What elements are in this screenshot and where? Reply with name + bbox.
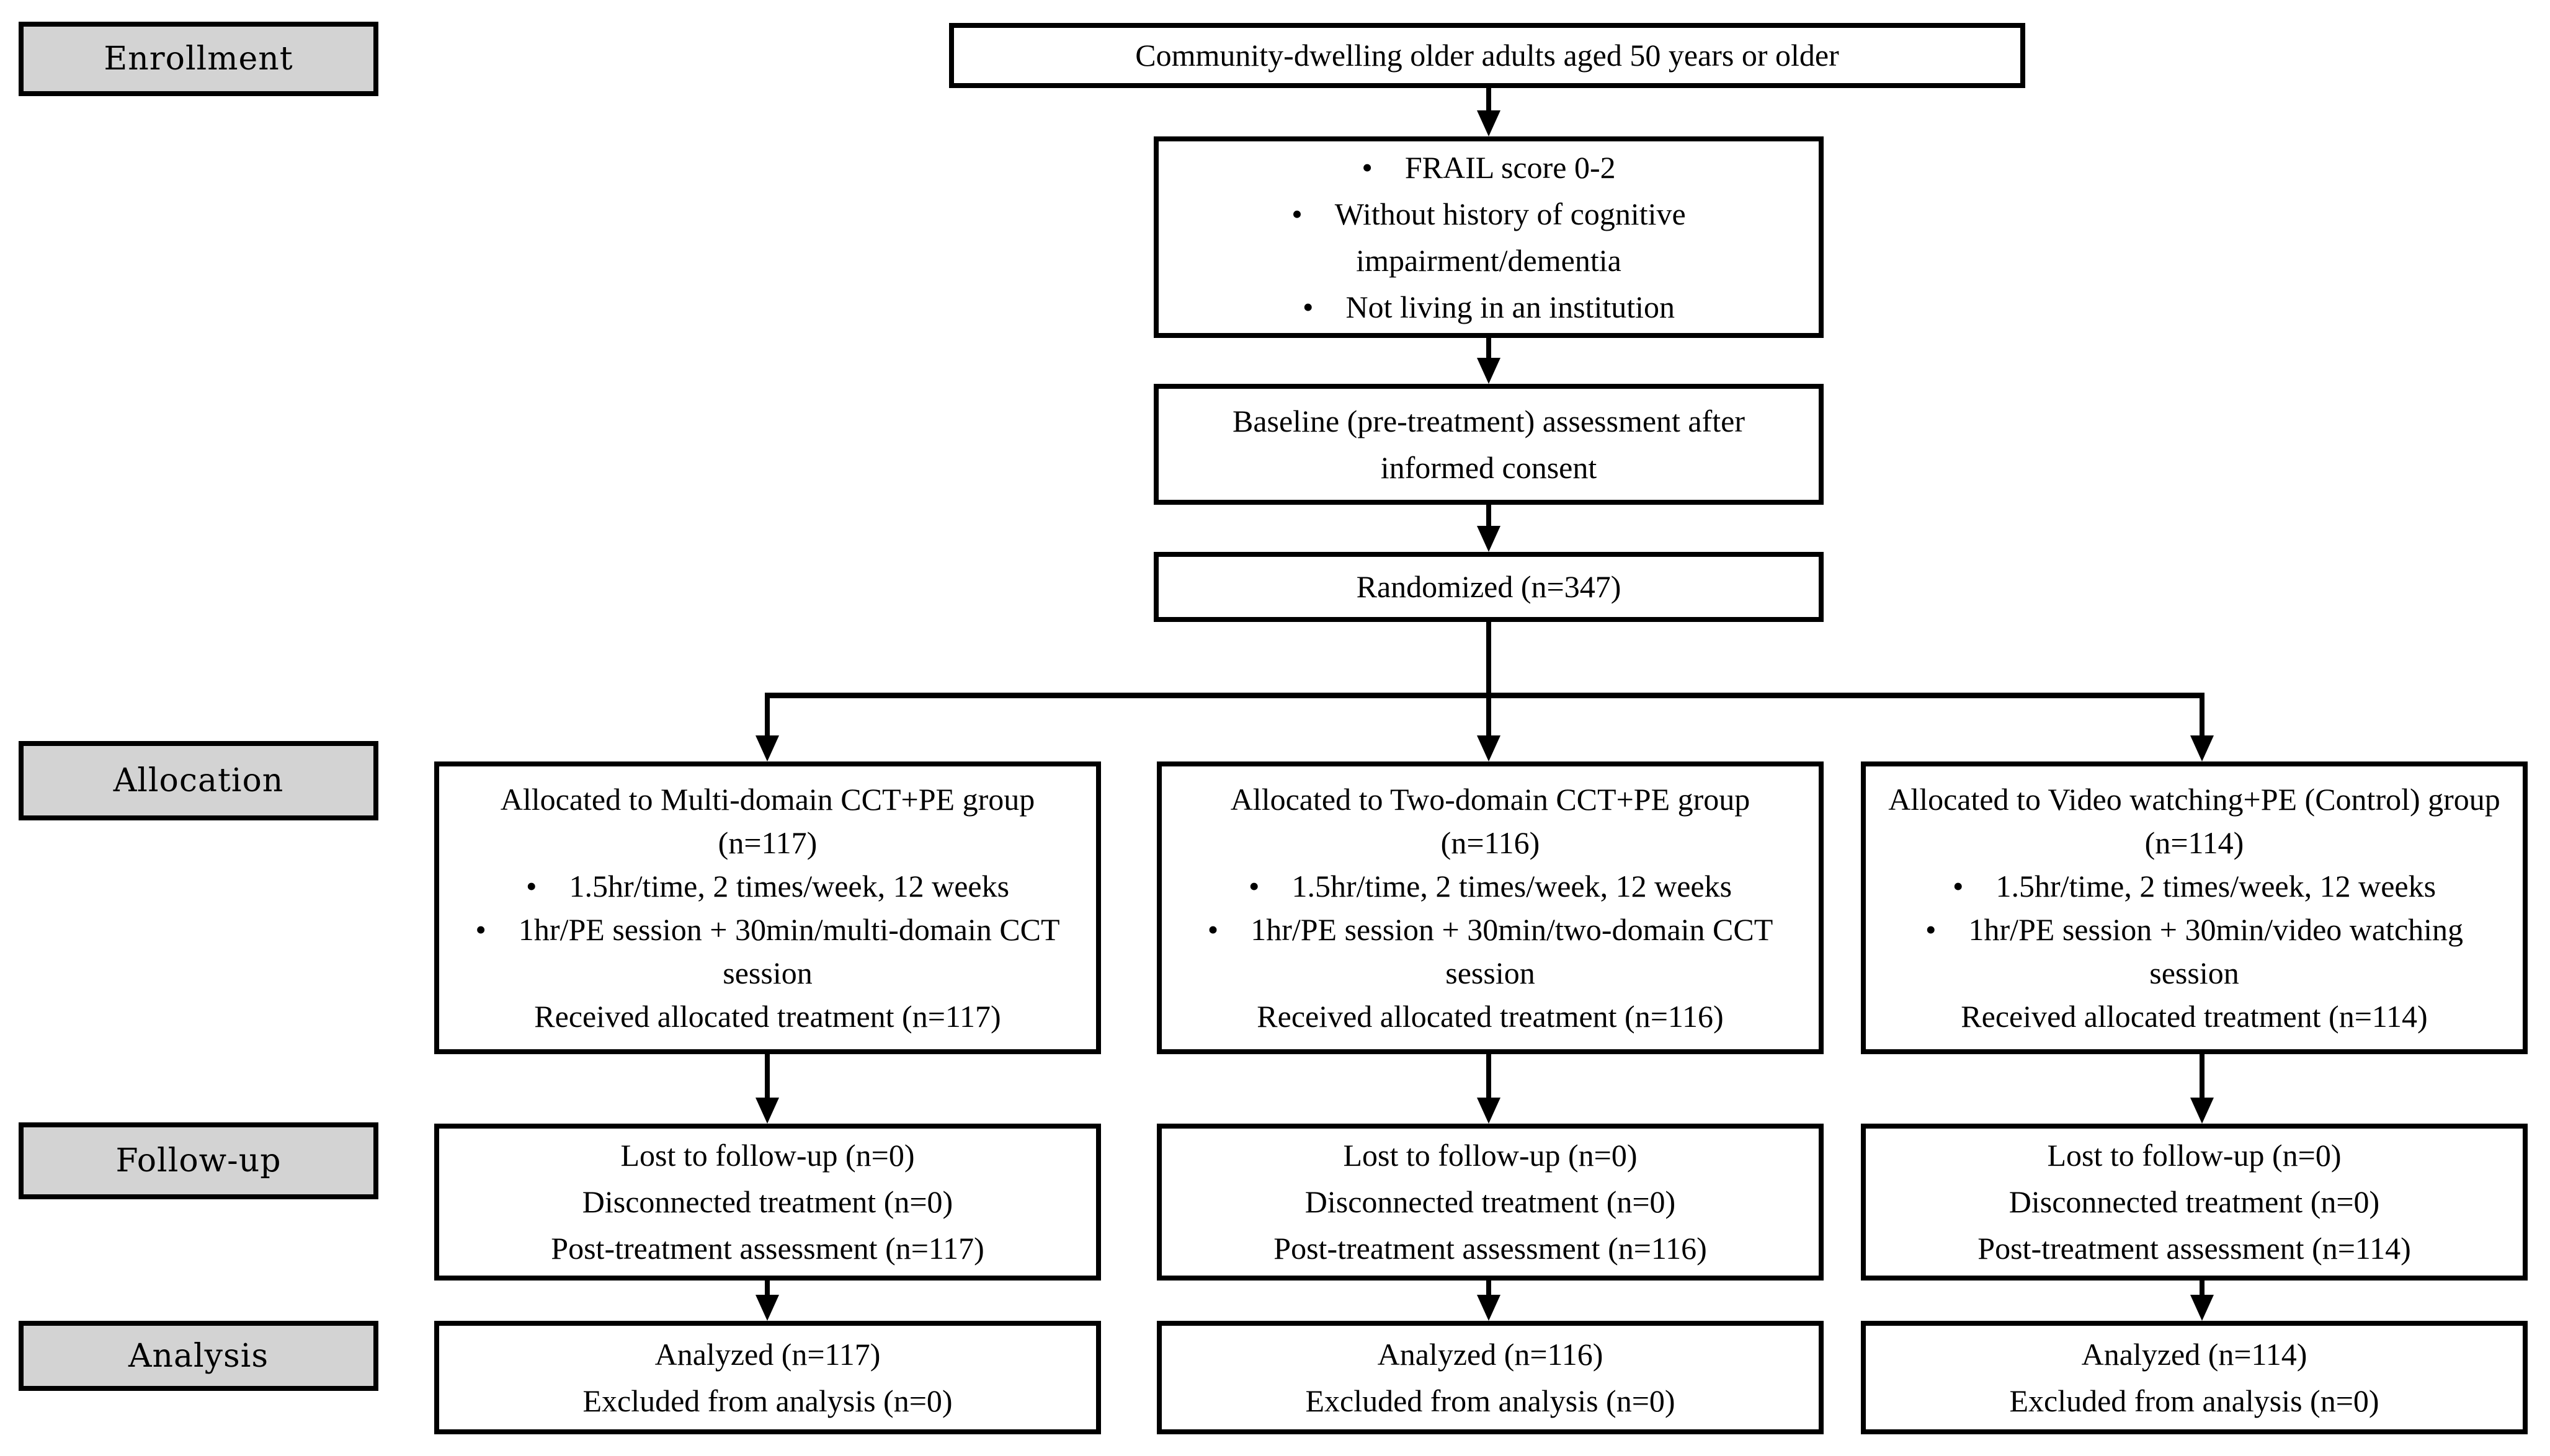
stem-randomized-to-branch bbox=[1486, 622, 1491, 695]
allocation-detail: •1hr/PE session + 30min/multi-domain CCT… bbox=[475, 912, 1060, 990]
allocation-detail: •1.5hr/time, 2 times/week, 12 weeks bbox=[525, 869, 1010, 903]
bullet-marker: • bbox=[1291, 196, 1303, 231]
arrow-alloc-to-followup-2 bbox=[1486, 1054, 1491, 1098]
followup-line: Post-treatment assessment (n=116) bbox=[1273, 1231, 1707, 1266]
criteria-item: •FRAIL score 0-2 bbox=[1362, 149, 1616, 185]
arrow-alloc-to-followup-1 bbox=[765, 1054, 770, 1098]
followup-box-two-domain: Lost to follow-up (n=0) Disconnected tre… bbox=[1157, 1124, 1824, 1281]
arrow-branch-to-multi-domain bbox=[765, 695, 770, 735]
criteria-item: •Not living in an institution bbox=[1302, 289, 1675, 324]
allocation-title: Allocated to Multi-domain CCT+PE group (… bbox=[500, 782, 1035, 860]
received-treatment: Received allocated treatment (n=116) bbox=[1257, 999, 1724, 1034]
arrow-population-to-criteria bbox=[1486, 88, 1491, 110]
arrow-branch-to-control bbox=[2200, 695, 2205, 735]
analysis-line: Excluded from analysis (n=0) bbox=[582, 1383, 953, 1418]
eligibility-criteria-box: •FRAIL score 0-2 •Without history of cog… bbox=[1154, 136, 1824, 338]
baseline-assessment-box: Baseline (pre-treatment) assessment afte… bbox=[1154, 384, 1824, 505]
allocation-detail: •1.5hr/time, 2 times/week, 12 weeks bbox=[1248, 869, 1732, 903]
analysis-line: Analyzed (n=117) bbox=[654, 1336, 881, 1372]
analysis-line: Excluded from analysis (n=0) bbox=[2009, 1383, 2379, 1418]
arrow-followup-to-analysis-3 bbox=[2200, 1281, 2205, 1295]
bullet-marker: • bbox=[1952, 869, 1964, 903]
stage-label-enrollment: Enrollment bbox=[19, 22, 378, 96]
analysis-line: Analyzed (n=114) bbox=[2081, 1336, 2307, 1372]
bullet-marker: • bbox=[1207, 912, 1219, 947]
followup-line: Lost to follow-up (n=0) bbox=[620, 1138, 915, 1173]
allocation-title: Allocated to Two-domain CCT+PE group (n=… bbox=[1230, 782, 1750, 860]
allocation-box-two-domain: Allocated to Two-domain CCT+PE group (n=… bbox=[1157, 761, 1824, 1054]
bullet-marker: • bbox=[1248, 869, 1260, 903]
analysis-box-control: Analyzed (n=114) Excluded from analysis … bbox=[1861, 1321, 2528, 1434]
bullet-marker: • bbox=[475, 912, 486, 947]
stage-label-allocation: Allocation bbox=[19, 741, 378, 820]
population-box: Community-dwelling older adults aged 50 … bbox=[949, 23, 2025, 88]
analysis-line: Analyzed (n=116) bbox=[1377, 1336, 1603, 1372]
randomized-box: Randomized (n=347) bbox=[1154, 552, 1824, 622]
bullet-marker: • bbox=[1362, 149, 1373, 185]
allocation-detail: •1hr/PE session + 30min/video watching s… bbox=[1925, 912, 2464, 990]
bullet-marker: • bbox=[525, 869, 537, 903]
bullet-marker: • bbox=[1302, 289, 1314, 324]
arrow-followup-to-analysis-1 bbox=[765, 1281, 770, 1295]
followup-line: Lost to follow-up (n=0) bbox=[2047, 1138, 2342, 1173]
allocation-detail: •1.5hr/time, 2 times/week, 12 weeks bbox=[1952, 869, 2436, 903]
allocation-box-multi-domain: Allocated to Multi-domain CCT+PE group (… bbox=[434, 761, 1101, 1054]
allocation-title: Allocated to Video watching+PE (Control)… bbox=[1888, 782, 2500, 860]
allocation-detail: •1hr/PE session + 30min/two-domain CCT s… bbox=[1207, 912, 1773, 990]
arrow-baseline-to-randomized bbox=[1486, 505, 1491, 526]
followup-line: Disconnected treatment (n=0) bbox=[582, 1184, 953, 1219]
stage-label-analysis: Analysis bbox=[19, 1321, 378, 1391]
followup-line: Post-treatment assessment (n=117) bbox=[551, 1231, 984, 1266]
followup-line: Disconnected treatment (n=0) bbox=[1304, 1184, 1676, 1219]
arrow-followup-to-analysis-2 bbox=[1486, 1281, 1491, 1295]
analysis-line: Excluded from analysis (n=0) bbox=[1305, 1383, 1675, 1418]
arrow-alloc-to-followup-3 bbox=[2200, 1054, 2205, 1098]
received-treatment: Received allocated treatment (n=117) bbox=[534, 999, 1001, 1034]
followup-line: Disconnected treatment (n=0) bbox=[2008, 1184, 2380, 1219]
stage-label-follow-up: Follow-up bbox=[19, 1122, 378, 1199]
bullet-marker: • bbox=[1925, 912, 1937, 947]
followup-box-multi-domain: Lost to follow-up (n=0) Disconnected tre… bbox=[434, 1124, 1101, 1281]
allocation-box-control: Allocated to Video watching+PE (Control)… bbox=[1861, 761, 2528, 1054]
analysis-box-multi-domain: Analyzed (n=117) Excluded from analysis … bbox=[434, 1321, 1101, 1434]
followup-line: Lost to follow-up (n=0) bbox=[1343, 1138, 1638, 1173]
followup-box-control: Lost to follow-up (n=0) Disconnected tre… bbox=[1861, 1124, 2528, 1281]
criteria-item: •Without history of cognitive impairment… bbox=[1291, 196, 1686, 278]
arrow-branch-to-two-domain bbox=[1486, 695, 1491, 735]
branch-line bbox=[765, 693, 2205, 698]
followup-line: Post-treatment assessment (n=114) bbox=[1977, 1231, 2411, 1266]
analysis-box-two-domain: Analyzed (n=116) Excluded from analysis … bbox=[1157, 1321, 1824, 1434]
received-treatment: Received allocated treatment (n=114) bbox=[1961, 999, 2428, 1034]
arrow-criteria-to-baseline bbox=[1486, 338, 1491, 358]
